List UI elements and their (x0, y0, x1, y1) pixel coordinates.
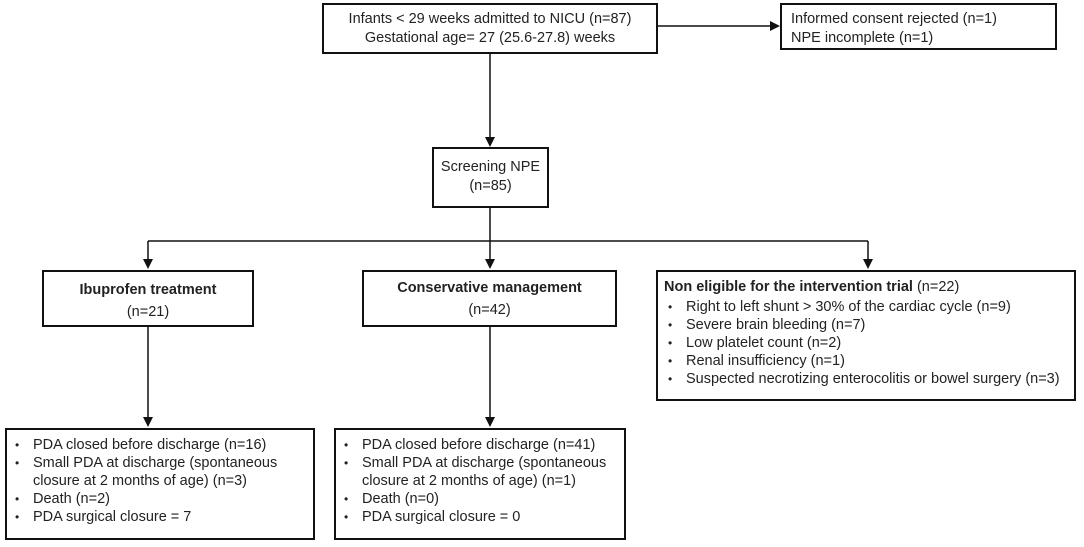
outcome-text: Small PDA at discharge (spontaneous (362, 455, 607, 471)
ibuprofen-outcomes-list: • PDA closed before discharge (n=16) • Sma… (11, 436, 313, 526)
bullet-icon: • (15, 492, 20, 506)
ibuprofen-box: Ibuprofen treatment (n=21) (42, 270, 254, 327)
list-item: • Death (n=0) (340, 490, 624, 508)
outcome-text: closure at 2 months of age) (n=3) (33, 473, 247, 489)
bullet-icon: • (344, 510, 349, 524)
list-item: • Renal insufficiency (n=1) (664, 352, 1074, 370)
excluded-line-1: Informed consent rejected (n=1) (791, 11, 997, 27)
bullet-icon: • (668, 372, 673, 386)
list-item: • Small PDA at discharge (spontaneous (340, 454, 624, 472)
list-item: • PDA surgical closure = 7 (11, 508, 313, 526)
list-item: • PDA closed before discharge (n=41) (340, 436, 624, 454)
reason-text: Low platelet count (n=2) (686, 335, 842, 351)
list-item: • Suspected necrotizing enterocolitis or … (664, 370, 1074, 388)
admitted-box: Infants < 29 weeks admitted to NICU (n=8… (322, 3, 658, 54)
list-item: • PDA surgical closure = 0 (340, 508, 624, 526)
noneligible-box: Non eligible for the intervention trial … (656, 270, 1076, 401)
list-item: closure at 2 months of age) (n=3) (11, 472, 313, 490)
screening-box: Screening NPE (n=85) (432, 147, 549, 208)
outcome-text: PDA surgical closure = 0 (362, 509, 521, 525)
list-item: • PDA closed before discharge (n=16) (11, 436, 313, 454)
noneligible-reasons-list: • Right to left shunt > 30% of the cardia… (664, 298, 1074, 388)
excluded-line-2: NPE incomplete (n=1) (791, 30, 934, 46)
list-item: • Severe brain bleeding (n=7) (664, 316, 1074, 334)
bullet-icon: • (668, 318, 673, 332)
bullet-icon: • (15, 438, 20, 452)
outcome-text: Death (n=0) (362, 491, 439, 507)
reason-text: Severe brain bleeding (n=7) (686, 317, 866, 333)
ibuprofen-outcomes-box: • PDA closed before discharge (n=16) • Sma… (5, 428, 315, 540)
bullet-icon: • (344, 492, 349, 506)
outcome-text: closure at 2 months of age) (n=1) (362, 473, 576, 489)
admitted-line-1: Infants < 29 weeks admitted to NICU (n=8… (348, 11, 632, 27)
outcome-text: PDA surgical closure = 7 (33, 509, 192, 525)
conservative-title: Conservative management (397, 280, 582, 296)
conservative-outcomes-list: • PDA closed before discharge (n=41) • Sma… (340, 436, 624, 526)
admitted-line-2: Gestational age= 27 (25.6-27.8) weeks (364, 30, 616, 46)
reason-text: Right to left shunt > 30% of the cardiac… (686, 299, 1011, 315)
excluded-box: Informed consent rejected (n=1) NPE inco… (780, 3, 1057, 50)
outcome-text: Death (n=2) (33, 491, 110, 507)
outcome-text: PDA closed before discharge (n=41) (362, 437, 596, 453)
noneligible-heading: Non eligible for the intervention trial … (664, 278, 1074, 297)
bullet-icon: • (344, 456, 349, 470)
bullet-icon: • (668, 336, 673, 350)
list-item: • Small PDA at discharge (spontaneous (11, 454, 313, 472)
list-item: • Low platelet count (n=2) (664, 334, 1074, 352)
noneligible-title: Non eligible for the intervention trial (664, 279, 913, 295)
conservative-box: Conservative management (n=42) (362, 270, 617, 327)
conservative-count: (n=42) (468, 302, 511, 318)
reason-text: Renal insufficiency (n=1) (686, 353, 845, 369)
ibuprofen-title: Ibuprofen treatment (79, 282, 217, 298)
bullet-icon: • (15, 456, 20, 470)
conservative-outcomes-box: • PDA closed before discharge (n=41) • Sma… (334, 428, 626, 540)
screening-line-1: Screening NPE (440, 159, 541, 175)
list-item: • Right to left shunt > 30% of the cardia… (664, 298, 1074, 316)
outcome-text: PDA closed before discharge (n=16) (33, 437, 267, 453)
bullet-icon: • (668, 354, 673, 368)
noneligible-count: (n=22) (912, 279, 960, 295)
bullet-icon: • (344, 438, 349, 452)
reason-text: Suspected necrotizing enterocolitis or b… (686, 371, 1060, 387)
ibuprofen-count: (n=21) (126, 304, 170, 320)
bullet-icon: • (15, 510, 20, 524)
screening-line-2: (n=85) (469, 178, 512, 194)
list-item: • Death (n=2) (11, 490, 313, 508)
bullet-icon: • (668, 300, 673, 314)
outcome-text: Small PDA at discharge (spontaneous (33, 455, 278, 471)
list-item: closure at 2 months of age) (n=1) (340, 472, 624, 490)
